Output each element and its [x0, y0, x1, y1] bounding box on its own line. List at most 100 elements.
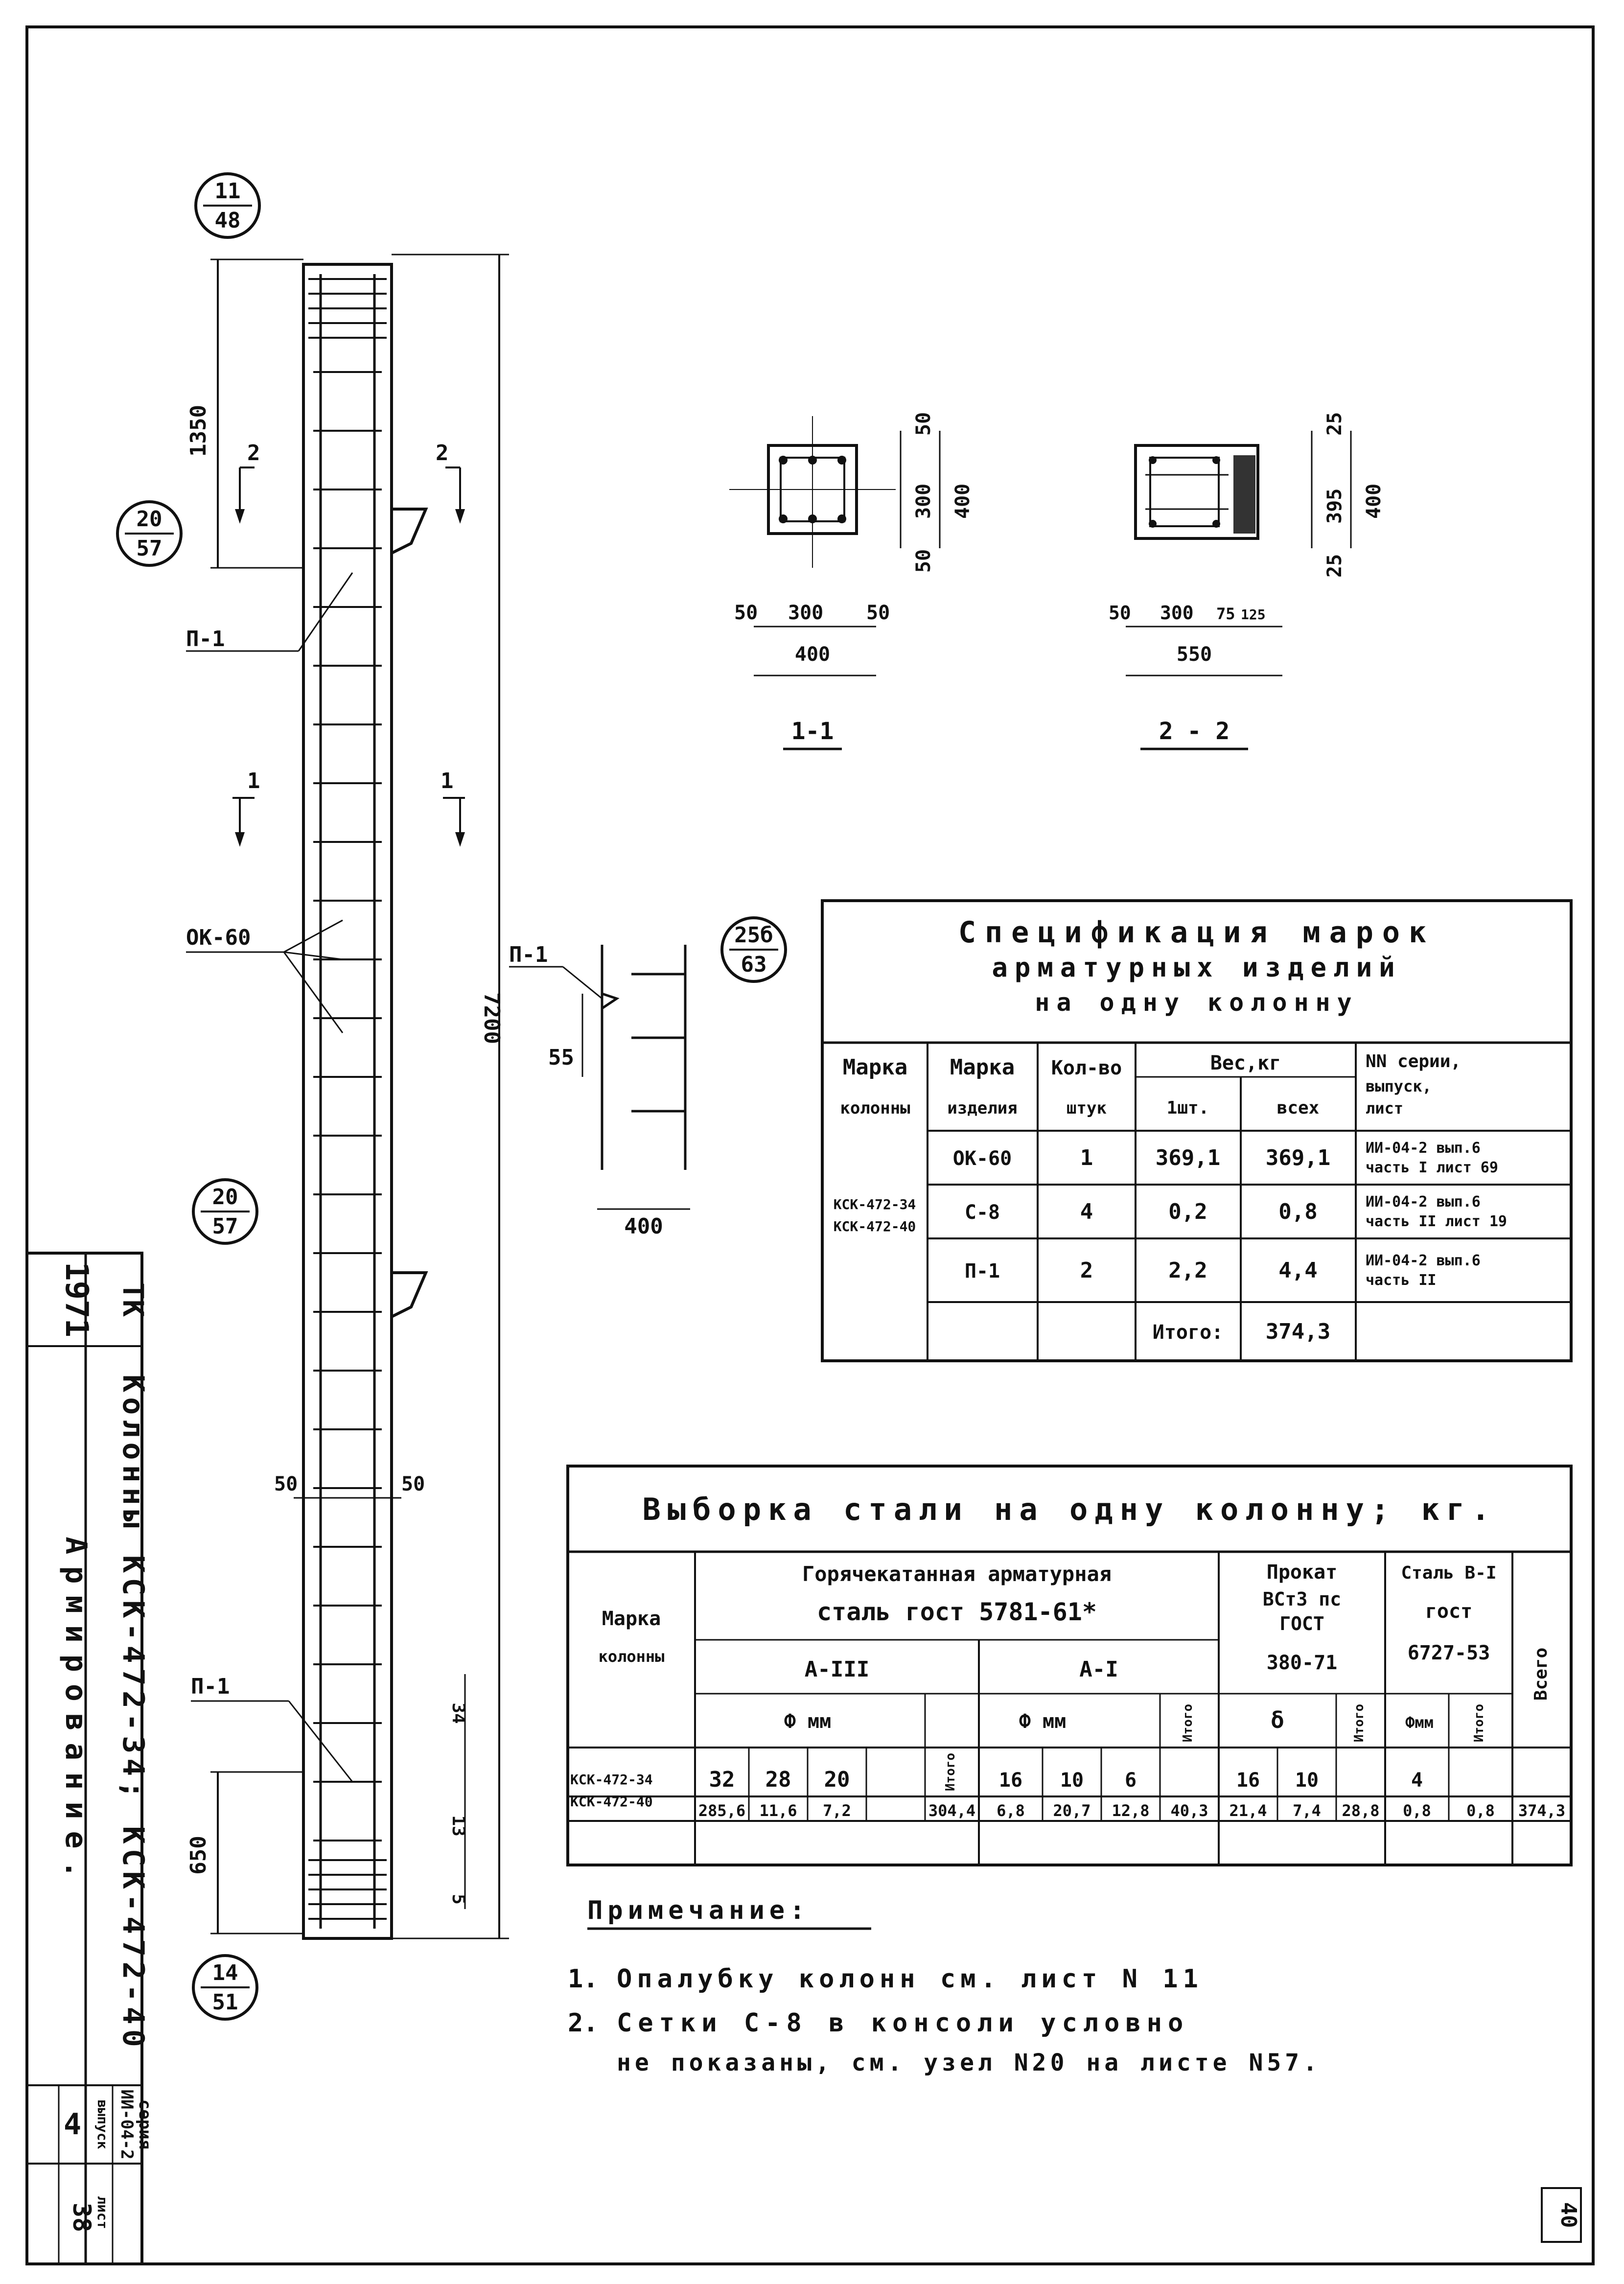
page-stamp: 40 — [1541, 2187, 1582, 2243]
page-stamp-number: 40 — [1556, 2202, 1581, 2228]
title-tk: ТК — [116, 1282, 150, 1317]
svg-text:0,2: 0,2 — [1168, 1199, 1207, 1224]
steel-table: Выборка стали на одну колонну; кг. Марка… — [566, 1465, 1573, 1866]
steel-h-total: Всего — [1531, 1648, 1551, 1701]
svg-text:369,1: 369,1 — [1156, 1145, 1220, 1170]
corbel-detail: П-1 55 400 25б 63 — [509, 916, 787, 1239]
svg-text:2: 2 — [1080, 1258, 1093, 1283]
svg-text:4,4: 4,4 — [1278, 1258, 1317, 1283]
dim-7200: 7200 — [479, 992, 504, 1044]
svg-text:25б: 25б — [734, 923, 773, 948]
s1-dim-50a: 50 — [734, 602, 758, 624]
sheet-border — [25, 25, 1595, 2265]
corbel-bottom — [390, 1271, 428, 1319]
s2-dim-300: 300 — [1160, 602, 1194, 624]
steel-h-prokat-b: ВСт3 пс — [1263, 1588, 1341, 1610]
spec-h-qty-b: штук — [1067, 1098, 1107, 1118]
steel-h-itogo-prokat: Итого — [1352, 1704, 1367, 1742]
s2-v-25b: 25 — [1323, 554, 1346, 578]
steel-h-mark-b: колонны — [599, 1647, 665, 1666]
title-block: 1971 ТК Колонны КСК-472-34; КСК-472-40 А… — [25, 1252, 155, 2265]
steel-h-hot-a: Горячекатанная арматурная — [802, 1562, 1112, 1586]
steel-v-b1: 0,8 — [1403, 1801, 1431, 1820]
column-elevation: 1350 650 7200 34 13 5 50 50 2 2 1 — [116, 172, 509, 2021]
svg-text:11: 11 — [215, 179, 241, 204]
title-name: Колонны КСК-472-34; КСК-472-40 — [116, 1375, 150, 2052]
svg-text:48: 48 — [215, 208, 241, 233]
title-sheet: 38 — [68, 2203, 96, 2232]
steel-d-b1: 4 — [1411, 1769, 1423, 1792]
note-2a: Сетки С-8 в консоли условно — [617, 2008, 1189, 2038]
svg-text:1: 1 — [1080, 1145, 1093, 1170]
spec-h-qty-a: Кол-во — [1051, 1057, 1122, 1079]
corbel-top — [390, 508, 428, 556]
steel-d-a3: 32 — [709, 1767, 735, 1792]
note-1-num: 1. — [568, 1964, 599, 1994]
notes-heading: Примечание: — [587, 1896, 810, 1925]
steel-h-a1: А-I — [1079, 1657, 1118, 1682]
steel-h-hot-b: сталь гост 5781-61* — [817, 1598, 1097, 1626]
spec-col-mark-1: КСК-472-34 — [834, 1196, 916, 1212]
detail-dim-400: 400 — [624, 1214, 663, 1239]
svg-text:ИИ-04-2 вып.6: ИИ-04-2 вып.6 — [1366, 1193, 1481, 1211]
label-p1-top: П-1 — [186, 627, 225, 652]
detail-label-p1: П-1 — [509, 942, 548, 967]
s2-dim-50: 50 — [1109, 602, 1131, 624]
detail-dim-55: 55 — [548, 1045, 574, 1070]
s1-dim-50b: 50 — [866, 602, 890, 624]
callout-25b-63: 25б 63 — [720, 916, 787, 983]
svg-text:20: 20 — [212, 1185, 238, 1210]
steel-h-steel-a: Сталь В-I — [1401, 1563, 1496, 1583]
title-issue-label: выпуск — [94, 2099, 111, 2149]
section-2-2-title: 2 - 2 — [1159, 718, 1230, 745]
section-1-1: 50 300 50 400 50 300 400 50 1-1 — [729, 412, 974, 750]
callout-14-51: 14 51 — [192, 1954, 258, 2021]
svg-text:ИИ-04-2 вып.6: ИИ-04-2 вып.6 — [1366, 1252, 1481, 1269]
label-ok60: ОК-60 — [186, 925, 251, 950]
spec-h-ref-a: NN серии, — [1366, 1051, 1461, 1072]
title-series: ИИ-04-2 — [117, 2089, 137, 2159]
svg-text:2,2: 2,2 — [1168, 1258, 1207, 1283]
section-2-2: 50 300 75 125 550 25 395 400 25 2 - 2 — [1109, 412, 1385, 750]
svg-text:С-8: С-8 — [965, 1201, 1000, 1224]
title-year: 1971 — [58, 1262, 94, 1337]
section-1-1-title: 1-1 — [791, 718, 834, 745]
steel-v-a1: 12,8 — [1112, 1801, 1149, 1820]
steel-h-prokat-c: ГОСТ — [1279, 1613, 1324, 1634]
steel-d-prokat: 16 — [1236, 1769, 1260, 1792]
section-mark-2-left: 2 — [247, 441, 260, 466]
spec-h-col-a2: колонны — [840, 1098, 910, 1118]
steel-h-phi-b: Фмм — [1405, 1713, 1434, 1732]
steel-v-all: 374,3 — [1518, 1801, 1565, 1820]
spec-title-3: на одну колонну — [1035, 988, 1359, 1017]
dim-50-left: 50 — [274, 1473, 298, 1495]
title-sheet-label: лист — [94, 2196, 111, 2229]
steel-h-itogo-a3: Итого — [943, 1753, 958, 1791]
svg-text:63: 63 — [741, 952, 767, 977]
steel-h-itogo-b1: Итого — [1472, 1704, 1486, 1742]
spec-h-ref-c: лист — [1366, 1099, 1403, 1118]
svg-text:часть I лист 69: часть I лист 69 — [1366, 1159, 1498, 1176]
spec-h-ref-b: выпуск, — [1366, 1077, 1432, 1095]
stirrups — [313, 371, 382, 1841]
steel-v-prokat: 7,4 — [1293, 1801, 1321, 1820]
title-subtitle: Армирование. — [59, 1537, 93, 1889]
steel-d-a1: 16 — [999, 1769, 1022, 1792]
steel-v-b1-total: 0,8 — [1466, 1801, 1495, 1820]
callout-20-57-top: 20 57 — [116, 500, 183, 567]
spec-total-value: 374,3 — [1266, 1319, 1330, 1344]
s1-v-50b: 50 — [912, 549, 935, 573]
s2-v-400: 400 — [1363, 484, 1385, 519]
steel-h-itogo-a1: Итого — [1181, 1704, 1195, 1742]
steel-v-a1-total: 40,3 — [1170, 1801, 1208, 1820]
s1-dim-300: 300 — [788, 602, 823, 624]
callout-20-57-bottom: 20 57 — [192, 1178, 258, 1245]
steel-d-a1: 10 — [1060, 1769, 1084, 1792]
spec-h-w1: 1шт. — [1167, 1098, 1209, 1118]
spec-table: Спецификация марок арматурных изделий на… — [821, 899, 1573, 1362]
spec-h-col-a: Марка — [843, 1055, 907, 1080]
svg-text:57: 57 — [137, 536, 162, 561]
spec-h-w2: всех — [1277, 1098, 1320, 1118]
s2-v-395: 395 — [1323, 489, 1346, 524]
